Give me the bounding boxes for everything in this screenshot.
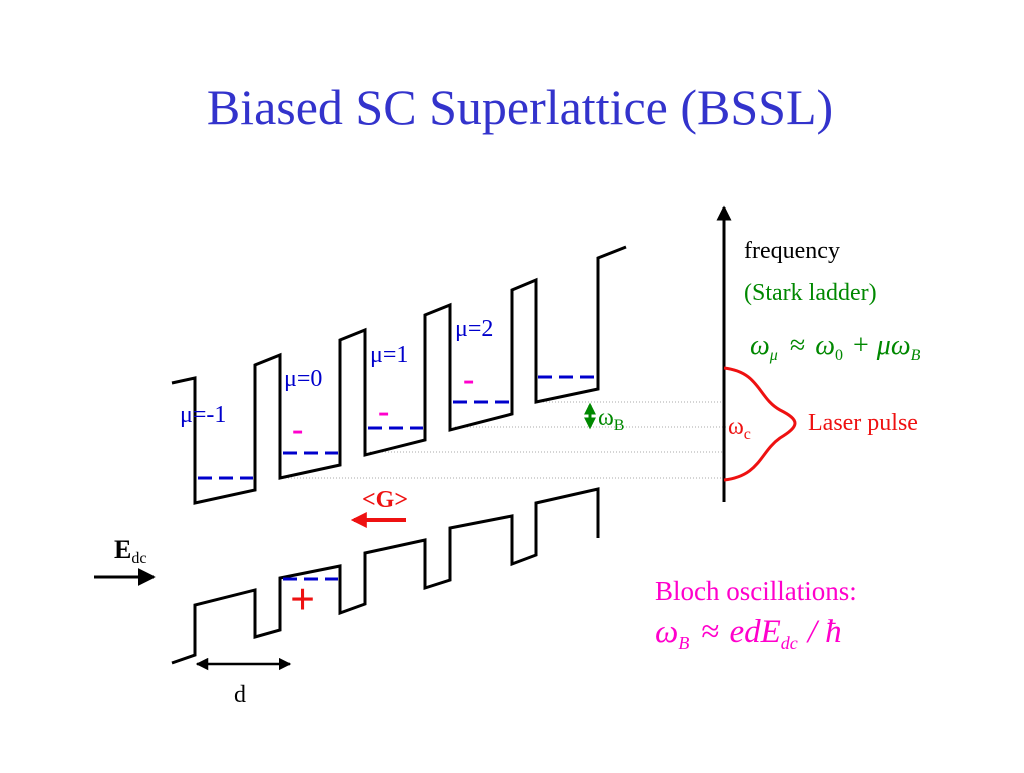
valence-band	[171, 487, 600, 665]
energy-guide-lines	[285, 401, 726, 479]
stark-ladder-label: (Stark ladder)	[744, 280, 877, 306]
stark-levels	[198, 375, 596, 581]
minus-charge: -	[378, 393, 389, 430]
label-mu-minus1: μ=-1	[180, 402, 226, 428]
label-mu-2: μ=2	[455, 316, 493, 342]
period-label: d	[234, 682, 246, 708]
minus-charge: -	[292, 411, 303, 448]
label-mu-1: μ=1	[370, 342, 408, 368]
minus-charge: -	[463, 361, 474, 398]
bloch-formula: ωB≈edEdc/ ħ	[655, 614, 842, 653]
frequency-label: frequency	[744, 238, 840, 264]
field-e-label: Edc	[114, 535, 146, 567]
stark-formula: ωμ≈ω0+μωB	[750, 330, 921, 364]
label-mu-0: μ=0	[284, 366, 322, 392]
laser-pulse-curve	[723, 366, 797, 482]
conduction-band	[171, 245, 627, 505]
page-title: Biased SC Superlattice (BSSL)	[207, 79, 833, 135]
omega-b-label: ωB	[598, 405, 624, 434]
gap-label: <G>	[362, 487, 408, 513]
omega-c-label: ωc	[728, 414, 751, 443]
plus-charge: +	[290, 575, 315, 624]
laser-pulse-label: Laser pulse	[808, 410, 918, 436]
bloch-oscillations-label: Bloch oscillations:	[655, 576, 857, 606]
